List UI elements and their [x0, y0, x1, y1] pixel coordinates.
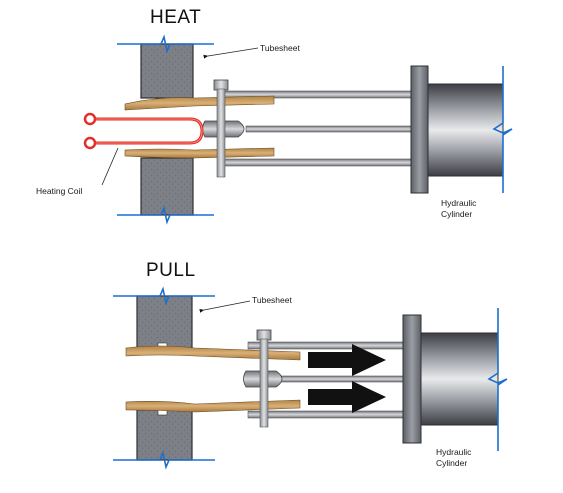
pull-rod — [245, 125, 413, 133]
break-line-bottom — [117, 205, 214, 225]
tubesheet-upper-block — [136, 295, 193, 349]
tubesheet-leader — [199, 300, 251, 313]
tubesheet-label: Tubesheet — [252, 295, 292, 305]
tubesheet-lower-block — [136, 409, 193, 461]
tie-rod-lower — [247, 410, 405, 419]
tie-rod-upper — [247, 341, 405, 350]
bolt-nut-top — [256, 329, 272, 341]
hydraulic-cylinder-body — [420, 332, 499, 426]
heating-coil — [95, 117, 204, 145]
heat-panel: HEAT Tubesheet He — [36, 7, 513, 225]
tube-wall-upper — [124, 95, 275, 111]
tube-wall-upper — [125, 345, 301, 361]
cylinder-label-line1: Hydraulic — [436, 447, 472, 457]
hydraulic-cylinder-body — [427, 83, 504, 177]
cylinder-label-line2: Cylinder — [441, 209, 472, 219]
coil-terminal-lower — [83, 136, 97, 150]
coil-terminal-upper — [83, 112, 97, 126]
pull-arrow-upper-icon — [308, 344, 386, 376]
heat-title: HEAT — [150, 7, 201, 28]
break-line-top — [117, 34, 214, 54]
heating-coil-label: Heating Coil — [36, 186, 82, 196]
bolt-nut-top — [213, 79, 229, 91]
tube-wall-lower — [125, 399, 301, 413]
break-line-bottom — [113, 450, 215, 470]
bolt-shaft — [216, 88, 226, 178]
tube-wall-lower — [124, 147, 275, 159]
bolt-shaft — [259, 338, 269, 428]
tubesheet-leader — [203, 47, 259, 59]
break-line-right — [487, 308, 508, 451]
cylinder-mount-plate — [410, 65, 429, 194]
tubesheet-lower-block — [140, 157, 194, 216]
tie-rod-lower — [223, 158, 413, 167]
cylinder-label-line2: Cylinder — [436, 458, 467, 468]
cylinder-label-line1: Hydraulic — [441, 198, 477, 208]
pull-title: PULL — [146, 260, 196, 281]
coil-leader — [101, 147, 119, 186]
break-line-top — [113, 286, 215, 306]
tubesheet-label: Tubesheet — [260, 43, 300, 53]
pull-panel: PULL Tubesheet Hydraul — [113, 260, 508, 470]
break-line-right — [492, 66, 513, 193]
pull-arrow-lower-icon — [308, 381, 386, 413]
pull-rod — [279, 375, 405, 383]
cylinder-mount-plate — [402, 314, 422, 444]
